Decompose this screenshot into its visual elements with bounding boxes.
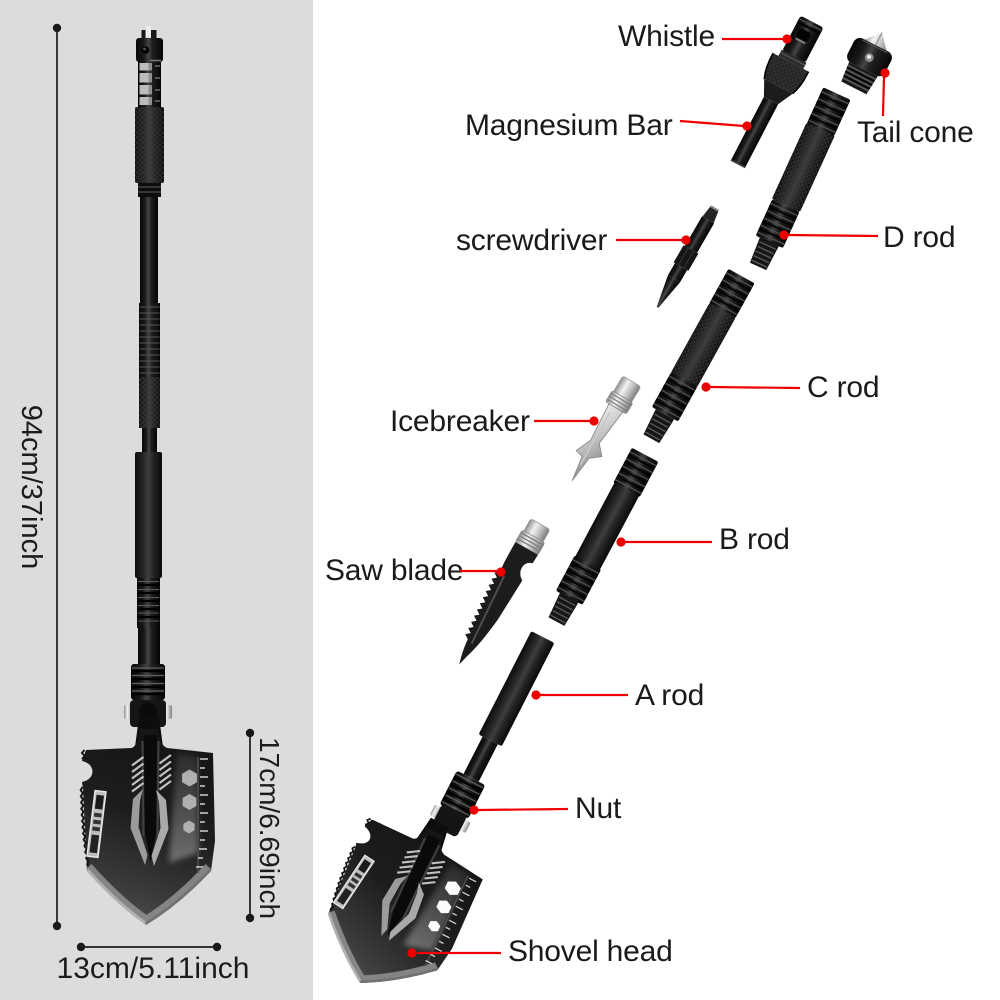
svg-text:17cm/6.69inch: 17cm/6.69inch	[254, 737, 285, 919]
svg-text:Tail cone: Tail cone	[857, 116, 974, 149]
svg-text:Whistle: Whistle	[618, 20, 715, 53]
svg-text:A rod: A rod	[635, 679, 704, 712]
svg-text:D rod: D rod	[883, 221, 955, 254]
svg-text:Shovel head: Shovel head	[508, 935, 673, 968]
svg-text:Icebreaker: Icebreaker	[390, 405, 530, 438]
svg-text:Saw blade: Saw blade	[325, 554, 463, 587]
svg-text:screwdriver: screwdriver	[456, 224, 607, 257]
svg-text:C rod: C rod	[807, 371, 879, 404]
svg-text:13cm/5.11inch: 13cm/5.11inch	[57, 952, 250, 985]
svg-text:Magnesium Bar: Magnesium Bar	[465, 109, 673, 142]
svg-text:Nut: Nut	[575, 792, 622, 825]
svg-text:B rod: B rod	[719, 523, 790, 556]
svg-text:94cm/37inch: 94cm/37inch	[15, 405, 47, 569]
